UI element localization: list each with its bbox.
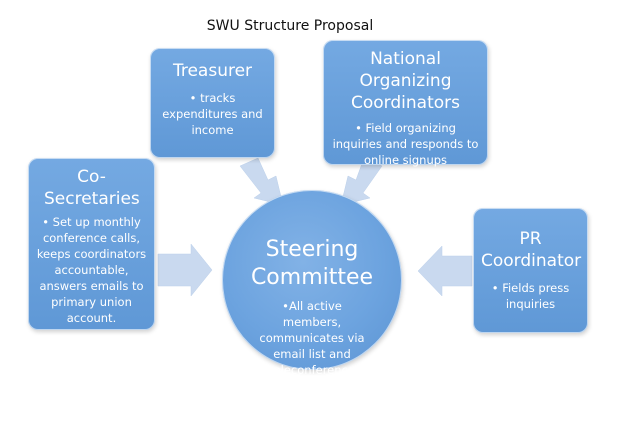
node-co-secretaries-heading: Co-Secretaries — [44, 167, 140, 209]
node-steering-committee: Steering Committee •All active members, … — [222, 190, 402, 377]
node-co-secretaries-bullet: • Set up monthly conference calls, keeps… — [36, 215, 147, 325]
node-treasurer-bullet: • tracks expenditures and income — [162, 91, 263, 137]
node-pr-coordinator: PR Coordinator • Fields press inquiries — [473, 208, 588, 333]
node-pr-coordinator-heading: PR Coordinator — [481, 229, 582, 271]
node-co-secretaries: Co-Secretaries • Set up monthly conferen… — [28, 158, 155, 330]
diagram-title-text: SWU Structure Proposal — [206, 18, 374, 34]
arrow-treasurer — [239, 157, 284, 206]
node-steering-committee-bullet: •All active members, communicates via em… — [259, 299, 365, 377]
node-pr-coordinator-bullet: • Fields press inquiries — [491, 281, 570, 311]
node-national-organizing-heading: National Organizing Coordinators — [351, 49, 460, 113]
arrow-pr-coordinator — [417, 245, 473, 297]
node-treasurer: Treasurer • tracks expenditures and inco… — [150, 48, 275, 158]
node-national-organizing-bullet: • Field organizing inquiries and respond… — [332, 121, 479, 167]
node-steering-committee-heading: Steering Committee — [250, 237, 374, 290]
diagram-title: SWU Structure Proposal — [0, 18, 640, 34]
node-national-organizing: National Organizing Coordinators • Field… — [323, 40, 488, 167]
node-treasurer-heading: Treasurer — [172, 61, 253, 81]
arrow-co-secretaries — [157, 243, 213, 297]
